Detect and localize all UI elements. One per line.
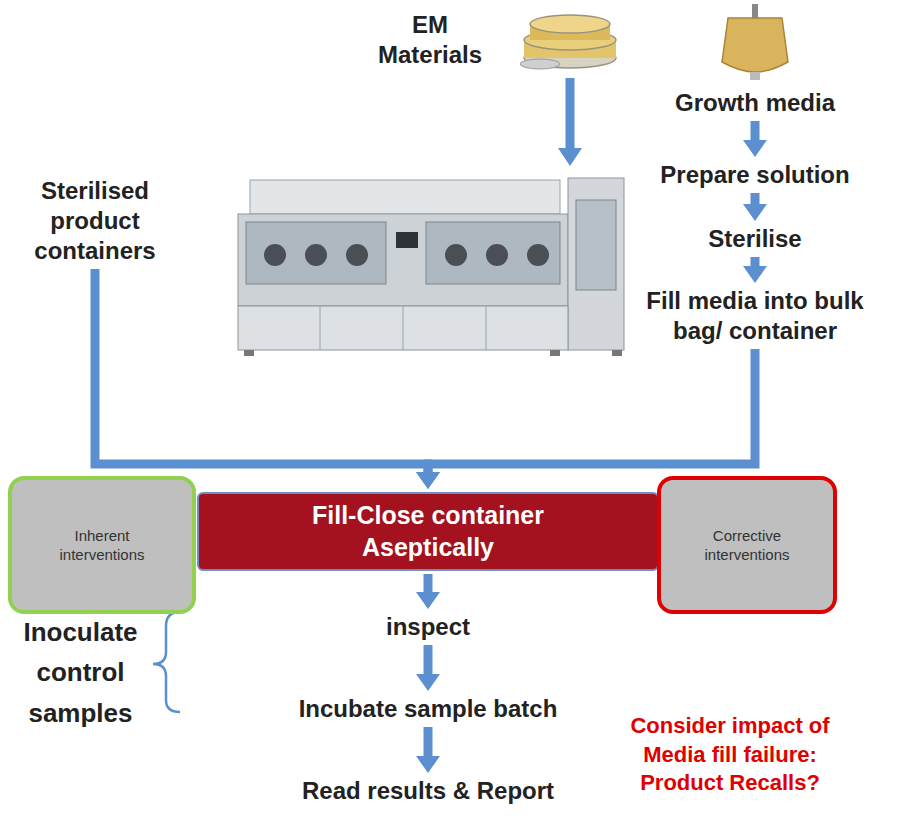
arrow-head (416, 674, 440, 691)
flow-arrow (95, 269, 440, 489)
process-box: Fill-Close container Aseptically (197, 492, 659, 571)
process-step: Sterilise (704, 224, 806, 254)
bracket (153, 612, 180, 712)
intervention-box: Inherent interventions (8, 476, 196, 614)
foot (612, 350, 622, 356)
text-wrap: Corrective interventions (687, 526, 807, 565)
note-label: Inoculate control samples (8, 612, 153, 733)
glove-port (486, 244, 508, 266)
flow-arrow (743, 257, 767, 283)
glove-port (305, 244, 327, 266)
bag (722, 18, 788, 72)
node-text: Fill-Close container Aseptically (263, 500, 593, 563)
input-label: EM Materials (370, 10, 490, 70)
dish-lid (520, 59, 560, 69)
flow-arrow (743, 193, 767, 221)
process-step: Sterilised product containers (6, 176, 184, 266)
process-step: inspect (382, 612, 475, 642)
flow-arrow (416, 349, 755, 489)
flow-arrow (416, 645, 440, 691)
node-text: Inherent interventions (42, 526, 162, 565)
warning-note: Consider impact of Media fill failure: P… (615, 712, 845, 798)
node-text: Fill media into bulk bag/ container (630, 286, 880, 346)
text-wrap: Fill-Close container Aseptically (263, 500, 593, 563)
arrow-head (416, 472, 440, 489)
em-arrow (558, 78, 582, 166)
arrow-shaft (428, 349, 755, 474)
dish (530, 15, 610, 33)
process-step: Growth media (671, 88, 840, 118)
intervention-box: Corrective interventions (657, 476, 837, 614)
glove-port (527, 244, 549, 266)
glove-port (445, 244, 467, 266)
arrow-head (416, 756, 440, 773)
foot (550, 350, 560, 356)
node-text: Sterilise (708, 224, 801, 254)
node-text: Growth media (675, 88, 835, 118)
arrow-shaft (566, 78, 575, 150)
arrow-shaft (424, 727, 433, 758)
node-text: Incubate sample batch (299, 694, 558, 724)
panel-seam (486, 306, 487, 350)
arrow-head (743, 204, 767, 221)
process-step: Prepare solution (656, 160, 854, 190)
isolator-chamber (238, 214, 568, 306)
foot (244, 350, 254, 356)
isolator-window (426, 222, 560, 284)
bag-port (750, 72, 760, 80)
node-text: inspect (386, 612, 470, 642)
node-text: Prepare solution (660, 160, 849, 190)
text-wrap: Inherent interventions (42, 526, 162, 565)
node-text: Read results & Report (302, 776, 554, 806)
process-step: Fill media into bulk bag/ container (626, 286, 884, 346)
flow-arrow (416, 727, 440, 773)
arrow-head (416, 472, 440, 489)
arrow-shaft (424, 574, 433, 594)
arrow-head (416, 592, 440, 609)
glove-port (346, 244, 368, 266)
panel-seam (403, 306, 404, 350)
arrow-head (743, 266, 767, 283)
isolator (238, 178, 624, 356)
node-text: Sterilised product containers (10, 176, 180, 266)
media-bag (722, 4, 788, 80)
tower-window (576, 200, 616, 290)
isolator-tower (568, 178, 624, 350)
panel-seam (320, 306, 321, 350)
flow-arrow (416, 574, 440, 609)
petri-dishes (520, 15, 616, 69)
flow-arrow (743, 121, 767, 157)
touch-screen (396, 232, 418, 248)
isolator-duct (250, 180, 560, 214)
arrow-head (743, 140, 767, 157)
node-text: Corrective interventions (687, 526, 807, 565)
isolator-window (246, 222, 386, 284)
glove-port (264, 244, 286, 266)
arrow-shaft (95, 269, 428, 474)
arrow-shaft (751, 121, 760, 142)
process-step: Incubate sample batch (295, 694, 562, 724)
arrow-shaft (424, 645, 433, 676)
process-step: Read results & Report (298, 776, 559, 806)
isolator-base (238, 306, 568, 350)
arrow-head (558, 148, 582, 166)
